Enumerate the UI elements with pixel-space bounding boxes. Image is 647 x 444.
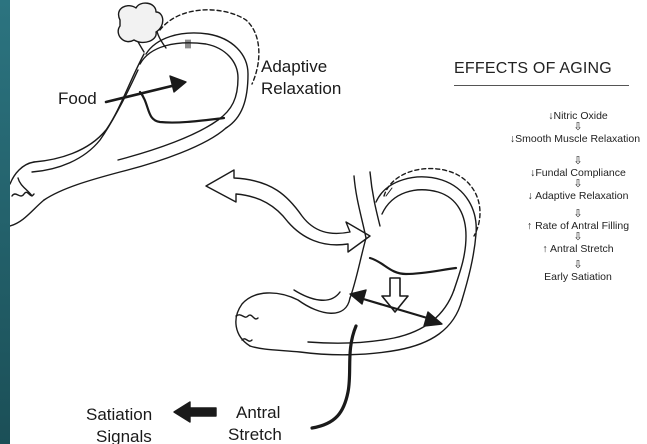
adaptive-relaxation-label-line1: Adaptive xyxy=(261,56,327,77)
antral-stretch-label-line1: Antral xyxy=(236,402,280,423)
food-label: Food xyxy=(58,88,97,109)
effects-of-aging-title: EFFECTS OF AGING xyxy=(454,60,612,78)
down-arrow-icon: ⇩ xyxy=(488,122,647,133)
down-arrow-icon: ⇩ xyxy=(488,232,647,243)
satiation-signals-label-line2: Signals xyxy=(96,426,152,444)
transition-arrow-icon xyxy=(206,170,370,252)
effect-step: ↓Smooth Muscle Relaxation xyxy=(482,133,647,145)
antral-stretch-label-line2: Stretch xyxy=(228,424,282,444)
effect-step: ↓ Adaptive Relaxation xyxy=(488,190,647,202)
fundus-expansion-dashed xyxy=(160,10,259,84)
diagram-panel: Food Adaptive Relaxation Satiation Signa… xyxy=(10,0,647,444)
title-divider xyxy=(454,85,629,86)
aging-effects-cascade: ↓Nitric Oxide ⇩ ↓Smooth Muscle Relaxatio… xyxy=(488,110,647,283)
slide-frame-edge xyxy=(0,0,10,444)
antral-stretch-pointer xyxy=(312,326,356,428)
down-arrow-icon: ⇩ xyxy=(488,179,647,190)
effect-step: ↓Nitric Oxide xyxy=(488,110,647,122)
effect-step: ↑ Antral Stretch xyxy=(488,243,647,255)
adaptive-relaxation-label-line2: Relaxation xyxy=(261,78,341,99)
effect-step: Early Satiation xyxy=(488,271,647,283)
arrow-left-icon xyxy=(174,402,216,422)
food-bolus-icon xyxy=(118,3,163,42)
effect-step: ↑ Rate of Antral Filling xyxy=(488,220,647,232)
down-arrow-icon: ⇩ xyxy=(488,260,647,271)
down-arrow-icon: ⇩ xyxy=(488,156,647,167)
hollow-down-arrow-icon xyxy=(382,278,408,312)
satiation-signals-label-line1: Satiation xyxy=(86,404,152,425)
down-arrow-icon: ⇩ xyxy=(488,209,647,220)
food-arrow-icon xyxy=(106,76,186,102)
effect-step: ↓Fundal Compliance xyxy=(488,167,647,179)
